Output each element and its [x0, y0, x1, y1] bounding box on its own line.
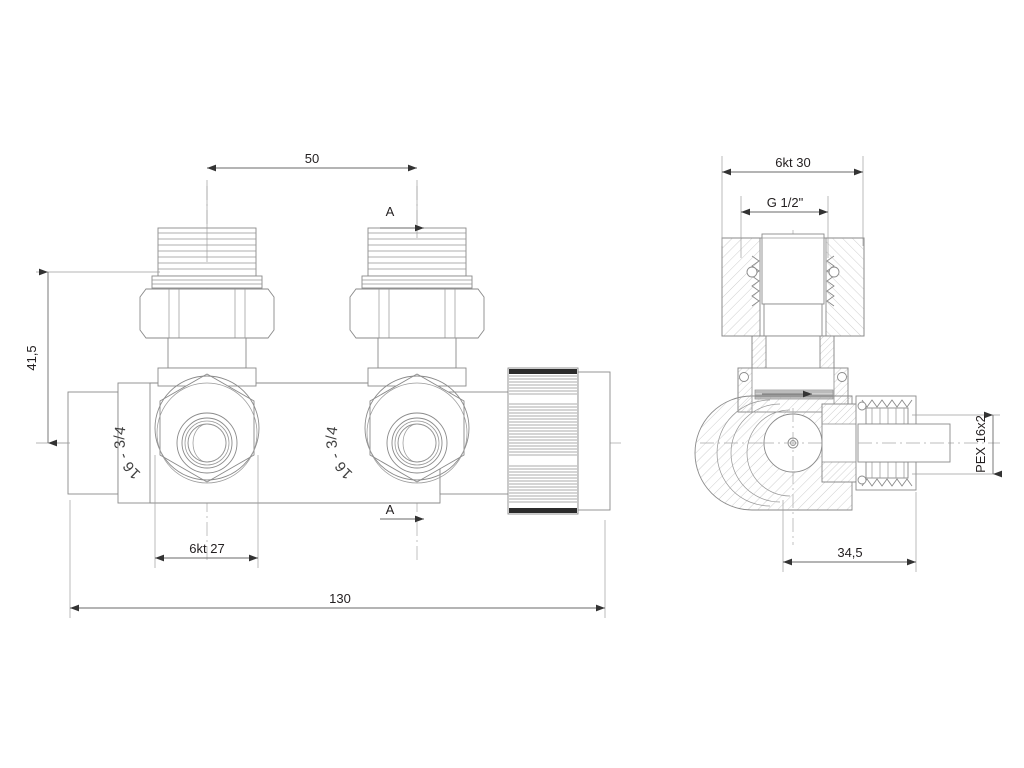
section-main-body: [694, 395, 853, 511]
left-union-hex-nut: [139, 288, 275, 339]
section-mid-tube: [751, 303, 835, 377]
dim-41-5-label: 41,5: [24, 345, 39, 370]
section-pex-outlet: [821, 395, 951, 491]
dimension-pex-16x2: PEX 16x2: [912, 411, 1002, 478]
knurl-texture: [509, 369, 577, 513]
dim-130-label: 130: [329, 591, 351, 606]
section-mark-a-top: A: [380, 204, 424, 232]
left-neck: [167, 337, 247, 369]
dim-6kt-27-label: 6kt 27: [189, 541, 224, 556]
pex-thread-lower: [861, 461, 913, 487]
dim-g-half-label: G 1/2": [767, 195, 804, 210]
section-label-a-bottom: A: [386, 502, 395, 517]
dim-pex-label: PEX 16x2: [973, 415, 988, 473]
left-collar-threads: [152, 279, 262, 285]
dimension-depth-34-5: 34,5: [782, 492, 917, 572]
pex-thread-upper: [861, 399, 913, 425]
dimension-thread-g-half: G 1/2": [740, 195, 829, 258]
right-union-hex-nut: [349, 288, 485, 339]
section-view-a-a: 6kt 30 G 1/2" PEX 16x2 34,5: [694, 155, 1002, 572]
right-collar: [361, 275, 473, 289]
dimension-height-41-5: 41,5: [24, 268, 160, 447]
dim-6kt-30-label: 6kt 30: [775, 155, 810, 170]
dimension-overall-130: 130: [69, 500, 606, 618]
dim-50-label: 50: [305, 151, 319, 166]
right-thread-nipple: [367, 227, 467, 277]
front-view: 16 - 3/4: [24, 151, 625, 618]
right-collar-threads: [362, 279, 472, 285]
left-collar: [151, 275, 263, 289]
right-neck: [377, 337, 457, 369]
dimension-hex-30: 6kt 30: [721, 155, 864, 246]
dimension-hex-27: 6kt 27: [154, 455, 259, 568]
section-label-a-top: A: [386, 204, 395, 219]
section-mark-a-bottom: A: [380, 502, 424, 523]
dim-34-5-label: 34,5: [837, 545, 862, 560]
right-valve-column: [349, 227, 485, 387]
knurled-knob: [507, 367, 611, 515]
